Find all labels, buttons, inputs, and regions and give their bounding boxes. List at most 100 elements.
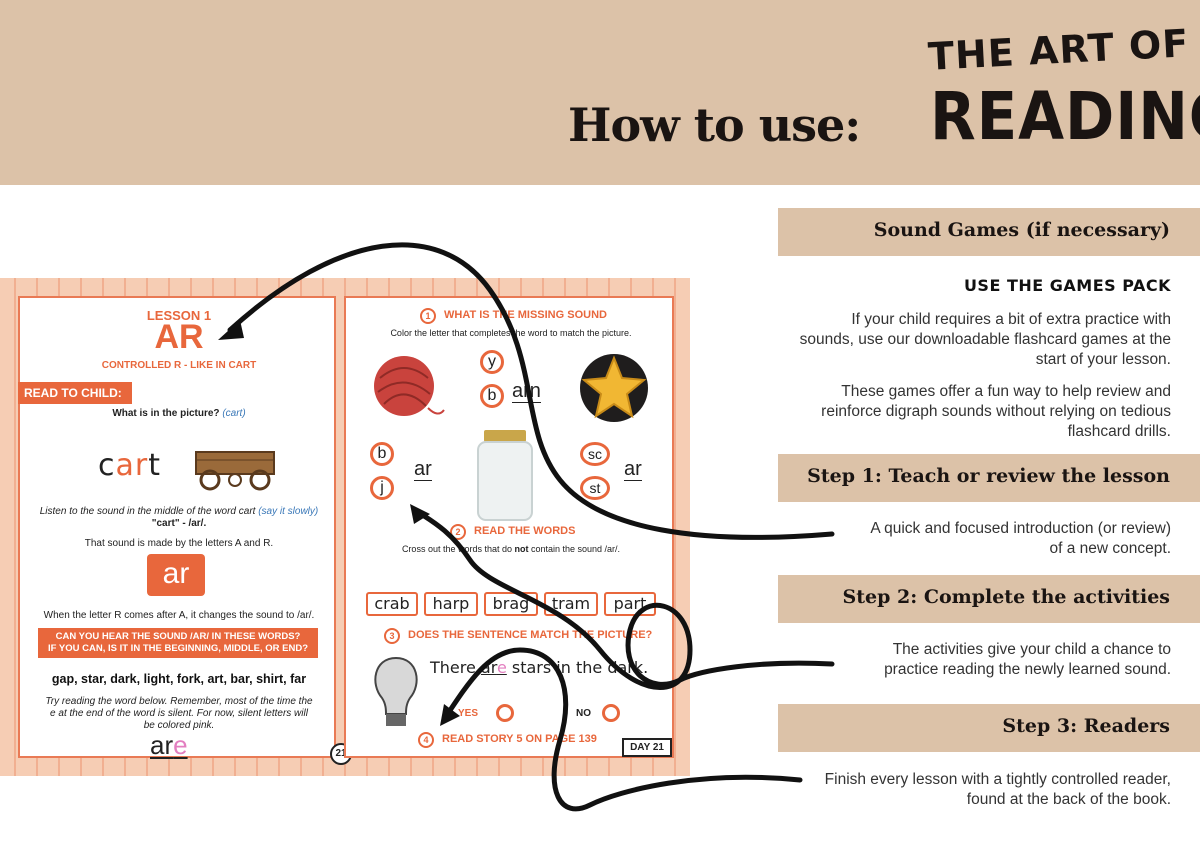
activity-number: 2 xyxy=(450,524,466,540)
text-line: e at the end of the word is silent. For … xyxy=(50,708,308,719)
workbook-spread: LESSON 1 AR CONTROLLED R - LIKE IN CART … xyxy=(0,278,690,776)
ar-sound-card: ar xyxy=(147,554,205,596)
games-paragraph-2: These games offer a fun way to help revi… xyxy=(821,382,1171,442)
word-fragment-ar: ar xyxy=(414,458,432,481)
jar-illustration xyxy=(477,430,533,521)
question-banner: CAN YOU HEAR THE SOUND /AR/ IN THESE WOR… xyxy=(38,628,318,658)
word-are: are xyxy=(150,730,188,761)
text-line: Finish every lesson with a tightly contr… xyxy=(824,771,1171,788)
step-2-text: The activities give your child a chance … xyxy=(884,640,1171,680)
text-line: practice reading the newly learned sound… xyxy=(884,661,1171,678)
silent-letter: e xyxy=(496,658,507,677)
activity-number: 3 xyxy=(384,628,400,644)
activity-number: 4 xyxy=(418,732,434,748)
practice-words: gap, star, dark, light, fork, art, bar, … xyxy=(51,672,307,686)
text-line: Try reading the word below. Remember, mo… xyxy=(45,696,313,707)
text-part: There xyxy=(430,658,481,677)
star-illustration xyxy=(580,354,648,422)
letter-choice-y[interactable]: y xyxy=(480,350,504,374)
arrow-step-2 xyxy=(415,509,835,690)
silent-letter: e xyxy=(173,730,188,760)
activity-title: WHAT IS THE MISSING SOUND xyxy=(444,309,607,321)
section-bar-step-1: Step 1: Teach or review the lesson xyxy=(778,454,1200,502)
activity-instruction: Cross out the words that do not contain … xyxy=(346,544,676,554)
text-line: of a new concept. xyxy=(1049,540,1172,557)
listen-instruction: Listen to the sound in the middle of the… xyxy=(20,506,338,517)
text-emphasis: not xyxy=(514,544,529,554)
text-line: reinforce digraph sounds without relying… xyxy=(821,403,1171,420)
arrow-step-3 xyxy=(442,647,803,812)
no-circle[interactable] xyxy=(602,704,620,722)
letter-choice-sc[interactable]: sc xyxy=(580,442,610,466)
logo-line-2: READING xyxy=(930,78,1200,155)
word-part-highlight: ar xyxy=(115,448,149,483)
day-label: DAY 21 xyxy=(622,738,672,757)
activity-title: READ THE WORDS xyxy=(474,525,576,537)
yes-label: YES xyxy=(458,708,479,719)
text-line: sounds, use our downloadable flashcard g… xyxy=(799,331,1171,348)
word-part: ar xyxy=(150,730,174,760)
yes-circle[interactable] xyxy=(496,704,514,722)
section-title: Step 1: Teach or review the lesson xyxy=(807,465,1170,487)
question-answer: (cart) xyxy=(222,408,246,419)
games-subhead: USE THE GAMES PACK xyxy=(963,276,1171,295)
read-to-child-tag: READ TO CHILD: xyxy=(18,382,132,404)
section-title: Step 3: Readers xyxy=(1002,715,1170,737)
text-line: The activities give your child a chance … xyxy=(892,641,1171,658)
section-title: Step 2: Complete the activities xyxy=(842,586,1170,608)
text-line: start of your lesson. xyxy=(1035,351,1171,368)
picture-question: What is in the picture? (cart) xyxy=(20,408,338,419)
cart-sound: "cart" - /ar/. xyxy=(151,518,207,529)
letter-choice-b[interactable]: b xyxy=(370,442,394,466)
word-box[interactable]: harp xyxy=(424,592,478,616)
lesson-number: LESSON 1 xyxy=(146,308,212,323)
text-line: A quick and focused introduction (or rev… xyxy=(870,520,1171,537)
arrowhead xyxy=(218,320,244,340)
letter-choice-st[interactable]: st xyxy=(580,476,610,500)
arrow-sound-games xyxy=(227,242,835,540)
word-fragment-ar: ar xyxy=(624,458,642,481)
wagon-illustration xyxy=(195,451,275,491)
section-title: Sound Games (if necessary) xyxy=(873,219,1170,241)
arrowhead xyxy=(410,504,430,524)
games-paragraph-1: If your child requires a bit of extra pr… xyxy=(800,310,1171,370)
yarn-ball-illustration xyxy=(374,356,445,416)
page-title: How to use: xyxy=(568,98,861,152)
lightbulb-illustration xyxy=(374,656,418,726)
try-reading-text: Try reading the word below. Remember, mo… xyxy=(20,696,338,732)
workbook-right-page: 1 WHAT IS THE MISSING SOUND Color the le… xyxy=(344,296,674,758)
step-3-text: Finish every lesson with a tightly contr… xyxy=(825,770,1171,810)
workbook-left-page: LESSON 1 AR CONTROLLED R - LIKE IN CART … xyxy=(18,296,352,765)
arrowhead xyxy=(440,704,460,726)
header-band: How to use: THE ART OF READING xyxy=(0,0,1200,185)
question-text: What is in the picture? xyxy=(112,408,220,419)
word-part: c xyxy=(98,448,116,483)
text-line: These games offer a fun way to help revi… xyxy=(841,383,1171,400)
text-line: If your child requires a bit of extra pr… xyxy=(851,311,1171,328)
section-bar-step-3: Step 3: Readers xyxy=(778,704,1200,752)
made-by-text: That sound is made by the letters A and … xyxy=(84,538,274,549)
step-1-text: A quick and focused introduction (or rev… xyxy=(870,519,1171,559)
rule-text: When the letter R comes after A, it chan… xyxy=(43,610,315,621)
lesson-sound: AR xyxy=(154,318,204,356)
word-box[interactable]: crab xyxy=(366,592,418,616)
activity-number: 1 xyxy=(420,308,436,324)
no-label: NO xyxy=(576,708,591,719)
text-part: contain the sound /ar/. xyxy=(528,544,621,554)
banner-line: IF YOU CAN, IS IT IN THE BEGINNING, MIDD… xyxy=(47,643,309,654)
word-cart: cart xyxy=(98,448,161,483)
word-part: t xyxy=(148,448,161,483)
text-line: found at the back of the book. xyxy=(966,791,1171,808)
text-line: be colored pink. xyxy=(143,720,215,731)
section-bar-sound-games: Sound Games (if necessary) xyxy=(778,208,1200,256)
text-part: Cross out the words that do xyxy=(401,544,515,554)
letter-choice-b[interactable]: b xyxy=(480,384,504,408)
section-bar-step-2: Step 2: Complete the activities xyxy=(778,575,1200,623)
banner-line: CAN YOU HEAR THE SOUND /AR/ IN THESE WOR… xyxy=(55,631,301,642)
lesson-subtitle: CONTROLLED R - LIKE IN CART xyxy=(101,360,257,371)
letter-choice-j[interactable]: j xyxy=(370,476,394,500)
listen-hint: (say it slowly) xyxy=(258,506,319,517)
text-line: flashcard drills. xyxy=(1067,423,1171,440)
